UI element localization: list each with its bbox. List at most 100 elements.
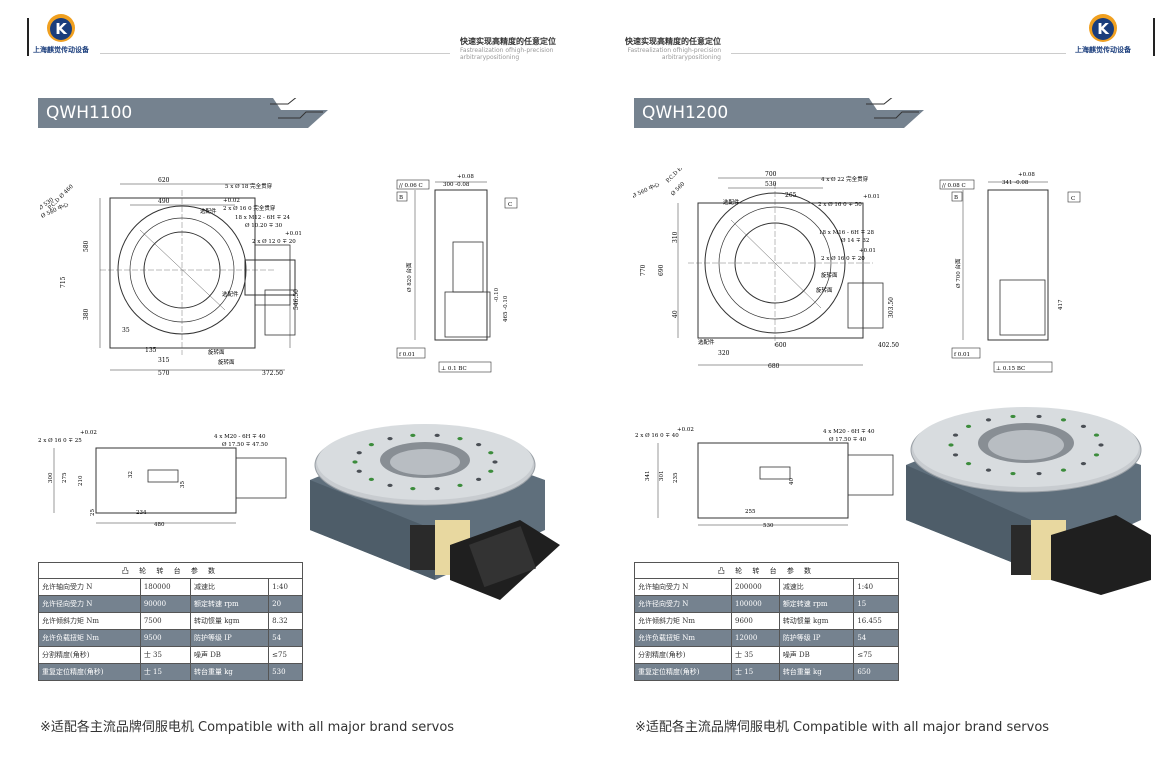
dim-w1: 320 [718, 350, 730, 357]
spec-cell: ≤75 [853, 646, 899, 664]
logo-badge: K [1089, 14, 1117, 42]
bottom-thread: 4 x M20 - 6H ∓ 40 [823, 429, 875, 435]
spec-cell: 20 [268, 595, 303, 613]
spec-cell: 允许径向受力 N [633, 595, 733, 613]
gd-perp: ⊥ 0.15 BC [996, 366, 1025, 372]
label-part1: 选配件 [723, 198, 740, 206]
page-right: 快速实现高精度的任意定位 Fastrealization ofhigh-prec… [583, 0, 1166, 772]
slogan-en-2: arbitrarypositioning [661, 54, 721, 61]
bottom-h3: 210 [78, 475, 84, 486]
spec-cell: 54 [853, 629, 899, 647]
dim-tol: +0.01 [863, 194, 880, 200]
dim-h-total: 770 [640, 264, 647, 276]
spec-cell: 士 35 [731, 646, 780, 664]
mount-hole [434, 486, 440, 491]
spec-cell: 7500 [139, 612, 191, 630]
mount-hole [1036, 471, 1042, 476]
spec-cell: 允许负载扭矩 Nm [38, 629, 141, 647]
mount-hole [410, 486, 416, 491]
spec-cell: 允许径向受力 N [38, 595, 141, 613]
spec-cell: 1:40 [268, 578, 303, 596]
dim-mid-w: 265 [785, 192, 797, 199]
spec-cell: 530 [268, 663, 303, 681]
dim-w1: 135 [145, 347, 157, 354]
bottom-view-drawing: +0.02 2 x Ø 16 0 ∓ 25 4 x M20 - 6H ∓ 40 … [38, 430, 287, 528]
dim-h-right: 303.50 [888, 297, 895, 318]
slogan-cn: 快速实现高精度的任意定位 [460, 37, 556, 46]
mount-hole [492, 460, 498, 464]
side-tol: +0.08 [457, 174, 474, 180]
mount-hole [1060, 418, 1067, 422]
spec-cell: 90000 [139, 595, 191, 613]
mount-hole [965, 424, 972, 428]
dim-w2: 600 [775, 342, 787, 349]
mount-hole [948, 443, 954, 447]
bottom-h4: 25 [90, 509, 96, 516]
spec-cell: 允许轴向受力 N [633, 578, 733, 596]
spec-cell: 允许倾斜力矩 Nm [38, 612, 141, 630]
dim-w5: 35 [122, 327, 130, 334]
slogan-en-1: Fastrealization ofhigh-precision [627, 47, 721, 54]
product-render [906, 407, 1151, 595]
top-view-drawing: 700 530 265 4 x Ø 22 完全贯穿 +0.01 2 x Ø 16… [633, 168, 899, 370]
spec-cell: 减速比 [778, 578, 855, 596]
dim-pin: 2 x Ø 16 0 ∓ 50 [818, 201, 862, 208]
mount-hole [1010, 471, 1016, 476]
dim-w3: 680 [768, 363, 780, 370]
dim-pin2: 2 x Ø 12 0 ∓ 20 [252, 238, 296, 245]
mount-hole [410, 433, 416, 438]
spec-cell: 9500 [139, 629, 191, 647]
model-title: QWH1100 [46, 103, 133, 123]
spec-cell: 转台重量 kg [778, 663, 855, 681]
dim-h1: 690 [658, 264, 665, 276]
side-tol: +0.08 [1018, 172, 1035, 178]
spec-cell: 额定转速 rpm [778, 595, 855, 613]
label-part2: 选配件 [222, 290, 239, 298]
dim-h-total: 715 [60, 276, 67, 288]
dim-pcd3: Ø 560 中心 [633, 180, 661, 200]
datum-c: C [508, 202, 512, 208]
dim-tol2: +0.01 [859, 248, 876, 254]
dim-w4: 372.50 [262, 370, 283, 377]
gd-flatness: f 0.01 [399, 352, 415, 358]
side-h: 465 -0.10 [503, 295, 509, 322]
mount-hole [1060, 468, 1067, 472]
spec-cell: 转动惯量 kgm [189, 612, 270, 630]
spec-cell: 士 15 [139, 663, 191, 681]
mount-hole [368, 443, 374, 447]
mount-hole [356, 451, 362, 455]
spec-cell: 防护等级 IP [189, 629, 270, 647]
dim-h-right: 546.50 [293, 289, 300, 310]
bottom-tol: +0.02 [80, 430, 97, 436]
spec-cell: 9600 [731, 612, 780, 630]
bottom-tol: +0.02 [677, 427, 694, 433]
spec-cell: 100000 [731, 595, 780, 613]
company-name: 上海麒觉传动设备 [1075, 46, 1131, 54]
spec-cell: 1:40 [853, 578, 899, 596]
mount-hole [985, 418, 992, 422]
dim-w4: 402.50 [878, 342, 899, 349]
dim-top-w: 700 [765, 171, 777, 178]
mount-hole [1080, 424, 1087, 428]
spec-cell: 转台重量 kg [189, 663, 270, 681]
bottom-thread: 4 x M20 - 6H ∓ 40 [214, 434, 266, 440]
mount-hole [1093, 433, 1100, 437]
model-banner: QWH1200 [634, 98, 924, 128]
spec-cell: 额定转速 rpm [189, 595, 270, 613]
side-w: 341 -0.08 [1002, 180, 1029, 186]
bottom-pin: 2 x Ø 16 0 ∓ 25 [38, 437, 82, 444]
side-d: Ø 820 台面 [405, 262, 413, 292]
mount-hole [476, 443, 482, 447]
mount-hole [1080, 462, 1087, 466]
label-part2: 选配件 [698, 338, 715, 346]
side-d: Ø 700 台面 [954, 258, 962, 288]
logo-letter: K [1092, 18, 1114, 40]
side-w: 300 -0.08 [443, 182, 470, 188]
dim-pcd1: P.C.D Ø 520 [664, 168, 693, 184]
dim-threads: 18 x M16 - 6H ∓ 28 [819, 230, 874, 236]
dim-w2: 315 [158, 357, 170, 364]
label-face1: 旋转面 [208, 348, 225, 356]
bottom-h2: 301 [659, 471, 665, 482]
mount-hole [965, 462, 972, 466]
side-h: 417 [1058, 299, 1064, 310]
